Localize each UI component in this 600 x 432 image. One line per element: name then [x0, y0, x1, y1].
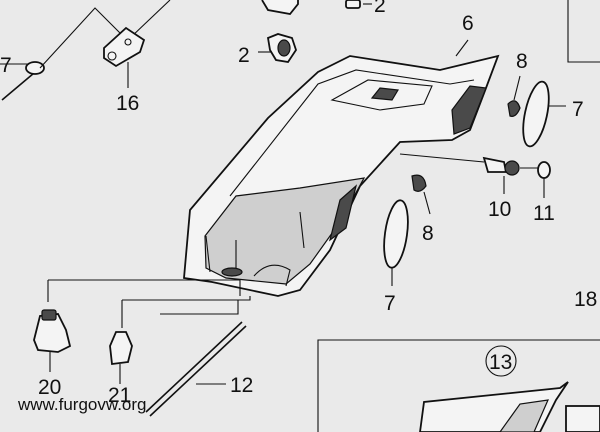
- callout-2-top: 2: [374, 0, 386, 17]
- assembly-part-13-panel: [499, 399, 549, 432]
- cable-left: [39, 7, 126, 69]
- glovebox-tray: [204, 177, 366, 285]
- latch-slot: [370, 87, 399, 101]
- connector-part-21: [109, 331, 133, 366]
- bracket-part-16: [103, 26, 146, 68]
- switch-cap-20: [41, 309, 57, 321]
- rod-part-12-edge: [149, 325, 247, 417]
- callout-13: 13: [489, 351, 512, 374]
- leader-8-top: [513, 75, 521, 101]
- rod-part-12: [145, 321, 243, 413]
- wire-harness-drops: [47, 280, 123, 328]
- callout-7-right: 7: [572, 98, 584, 121]
- callout-ring-13: [485, 345, 517, 377]
- callout-16: 16: [116, 92, 139, 115]
- callout-8-top: 8: [516, 50, 528, 73]
- glovebox-ribs: [205, 211, 305, 273]
- washer-part-11: [537, 161, 551, 179]
- cover-part-7-right: [522, 80, 550, 148]
- assembly-bracket-13: [565, 405, 600, 432]
- glovebox-top-recess: [330, 79, 433, 111]
- nut-10: [504, 160, 520, 176]
- wire-harness-2: [160, 300, 239, 315]
- knob-face: [277, 39, 291, 57]
- small-part-top: [345, 0, 361, 9]
- clip-part-8-top: [507, 100, 521, 117]
- glovebox-inner-shadow: [329, 184, 358, 242]
- fastener-left: [25, 61, 45, 75]
- hinge-hole: [221, 267, 243, 277]
- screw-shaft-10: [399, 153, 485, 163]
- frame-box-bottom: [317, 339, 600, 432]
- callout-7-middle: 7: [384, 292, 396, 315]
- assembly-part-13: [419, 381, 569, 432]
- callout-7-left: 7: [0, 54, 12, 77]
- frame-box-top-right: [567, 0, 600, 63]
- leader-6: [455, 39, 469, 57]
- callout-12: 12: [230, 374, 253, 397]
- hinge-cutout: [253, 264, 291, 287]
- screw-thread-10: [482, 156, 508, 173]
- callout-2: 2: [238, 44, 250, 67]
- callout-8-middle: 8: [422, 222, 434, 245]
- bracket-hole: [107, 51, 117, 61]
- callout-11: 11: [533, 202, 555, 225]
- clip-part-top: [261, 0, 299, 15]
- bracket-hole-2: [124, 38, 132, 46]
- callout-6: 6: [462, 12, 474, 35]
- callout-18: 18: [574, 288, 597, 311]
- callout-10: 10: [488, 198, 511, 221]
- callout-20: 20: [38, 376, 61, 399]
- glovebox-rim: [229, 69, 475, 197]
- clip-part-8-middle: [411, 174, 427, 192]
- leader-8-middle: [423, 191, 431, 215]
- watermark: www.furgovw.org: [17, 395, 147, 414]
- cable-left-top: [129, 0, 171, 39]
- callout-21: 21: [108, 384, 131, 407]
- wire-harness: [48, 279, 251, 301]
- glovebox-side-pocket: [451, 85, 487, 135]
- cover-part-7-middle: [383, 199, 409, 269]
